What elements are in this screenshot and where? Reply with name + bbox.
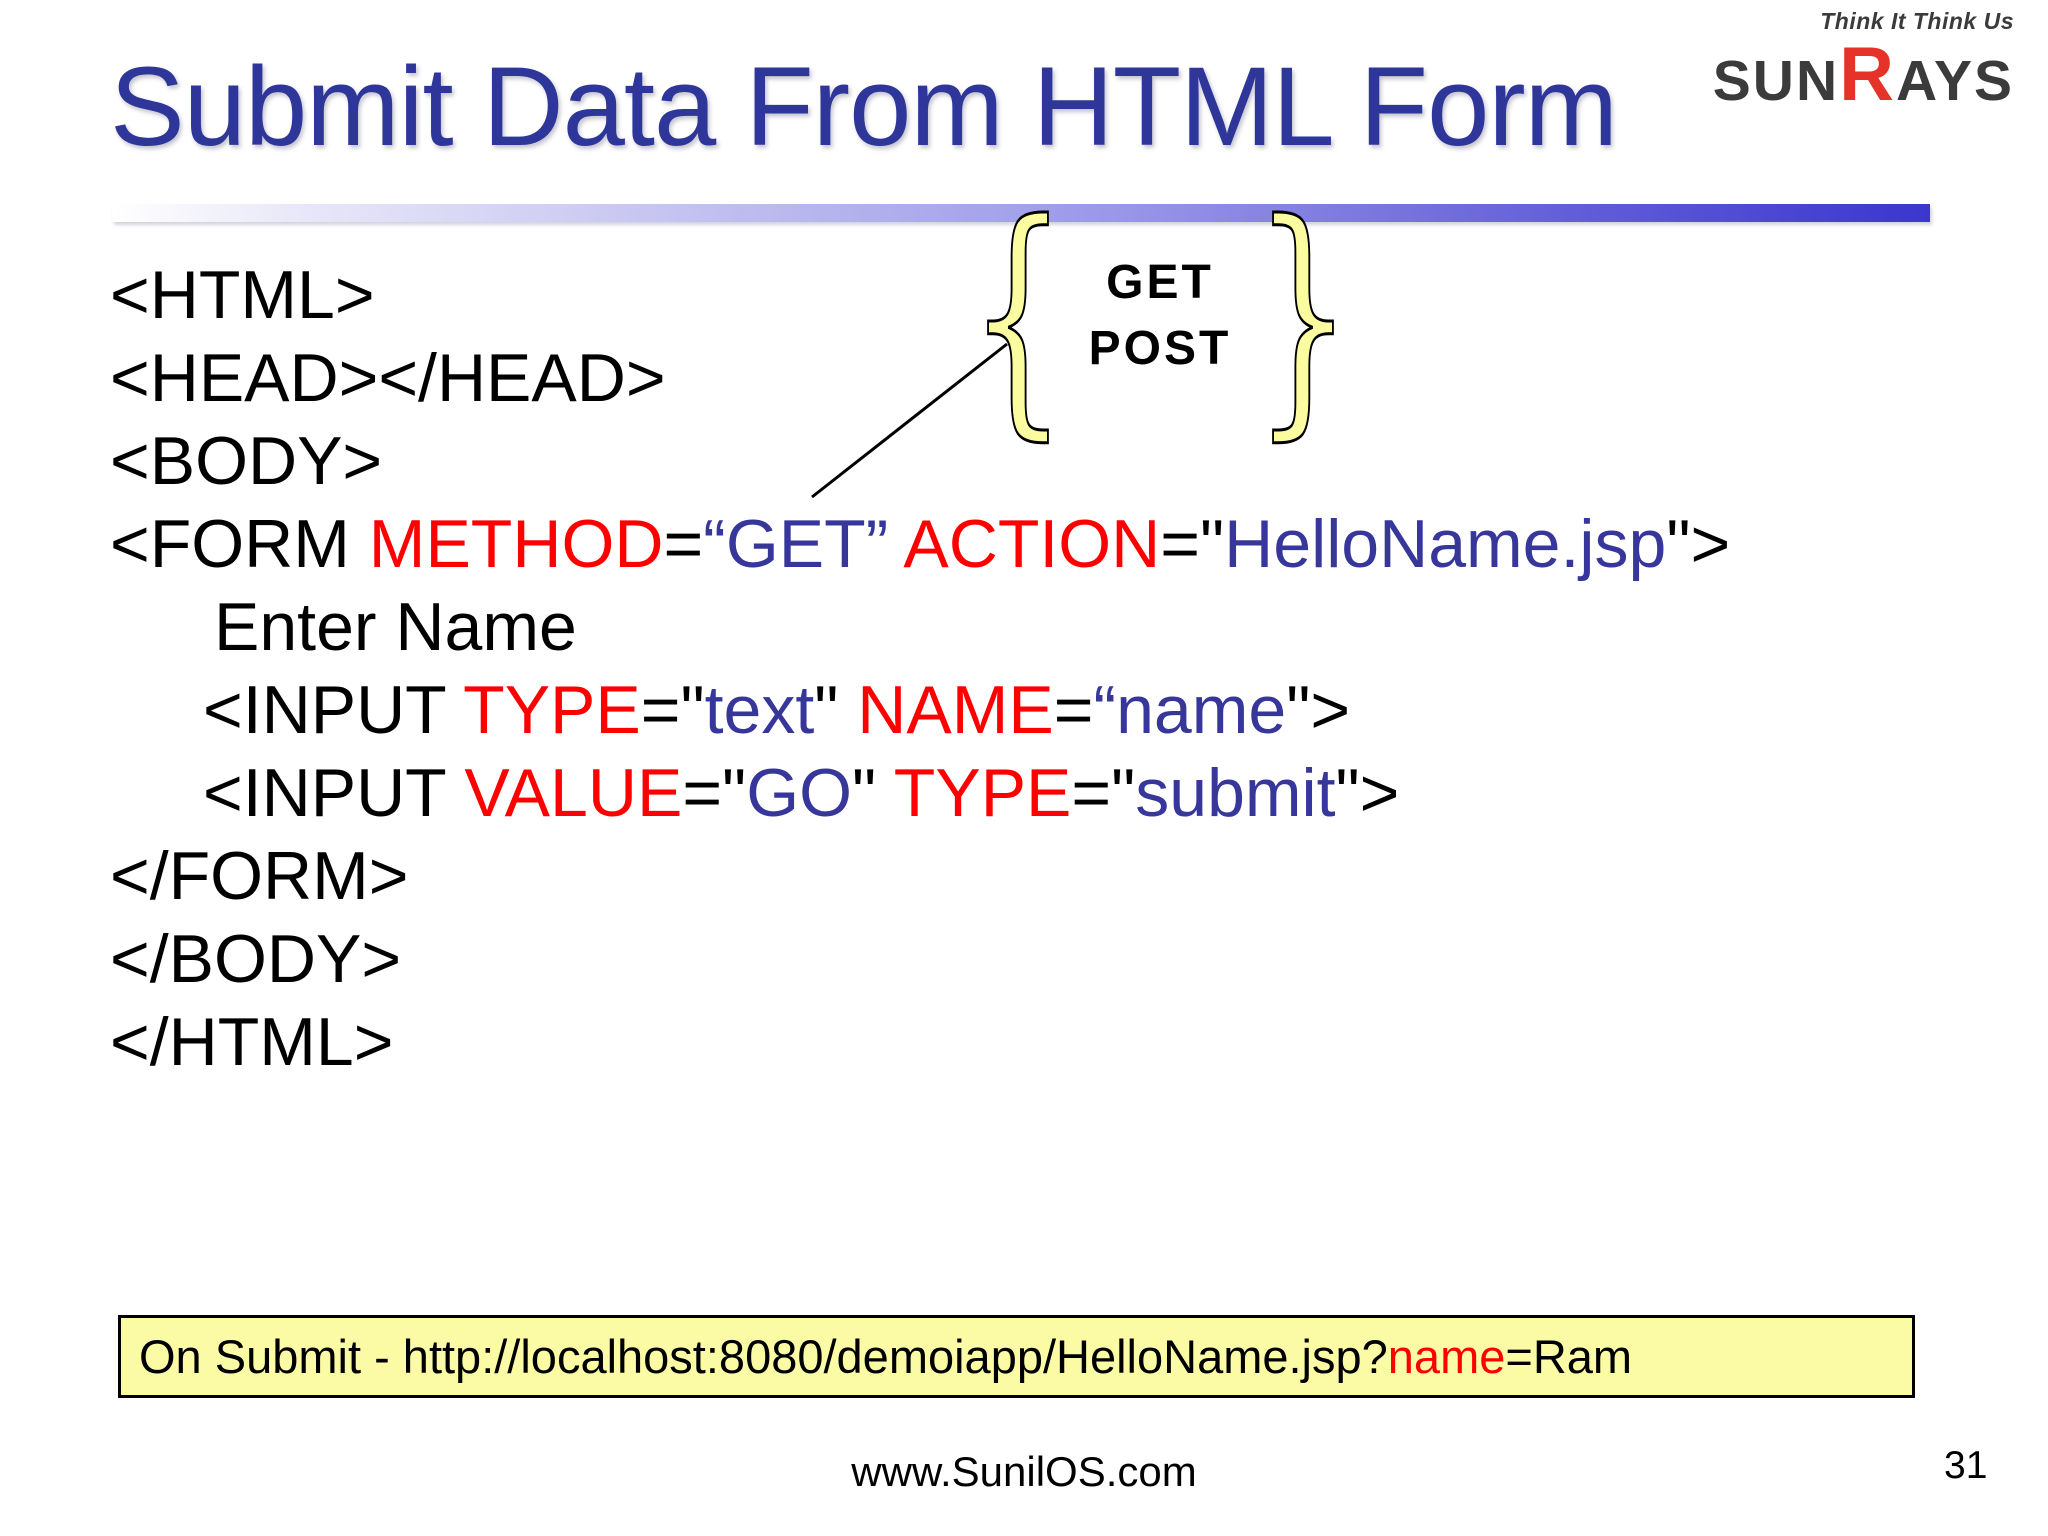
- footer-url: www.SunilOS.com: [851, 1448, 1197, 1495]
- code-line: Enter Name: [214, 589, 577, 665]
- code-line: <INPUT TYPE="text" NAME=“name">: [203, 672, 1351, 748]
- logo-text: SUN R AYS: [1713, 37, 2014, 113]
- on-submit-result-box: On Submit - http://localhost:8080/demoia…: [118, 1315, 1915, 1398]
- code-line: <INPUT VALUE="GO" TYPE="submit">: [203, 755, 1400, 831]
- page-title: Submit Data From HTML Form: [110, 44, 1618, 169]
- callout-get-label: GET: [1106, 256, 1214, 309]
- sunrays-logo: Think It Think Us SUN R AYS: [1713, 8, 2014, 113]
- callout-text: GET POST: [1043, 250, 1277, 382]
- page-number: 31: [1944, 1444, 1988, 1487]
- code-line: <BODY>: [110, 423, 383, 499]
- code-line: <HEAD></HEAD>: [110, 340, 666, 416]
- code-line: <HTML>: [110, 257, 375, 333]
- logo-tagline: Think It Think Us: [1820, 8, 2014, 34]
- code-line: <FORM METHOD=“GET” ACTION="HelloName.jsp…: [110, 506, 1731, 582]
- code-line: </FORM>: [110, 838, 409, 914]
- logo-text-ays: AYS: [1896, 49, 2014, 113]
- logo-text-r: R: [1839, 32, 1897, 117]
- code-line: </HTML>: [110, 1004, 394, 1080]
- logo-text-sun: SUN: [1712, 49, 1840, 113]
- code-block: <HTML><HEAD></HEAD><BODY><FORM METHOD=“G…: [110, 254, 1730, 1084]
- callout-post-label: POST: [1088, 322, 1232, 375]
- title-divider: [112, 204, 1930, 222]
- code-line: </BODY>: [110, 921, 402, 997]
